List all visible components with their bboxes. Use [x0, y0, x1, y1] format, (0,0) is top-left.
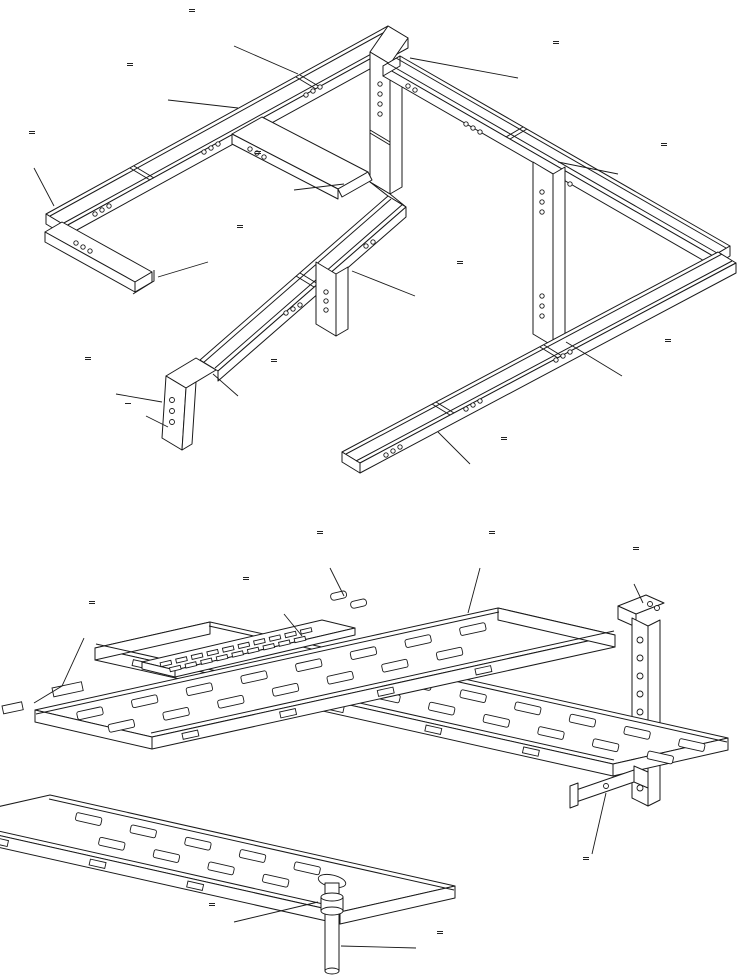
- label-code: [29, 132, 35, 134]
- label-text: [89, 600, 95, 602]
- label-code: [489, 532, 495, 534]
- label-vertical-up-bend: [553, 40, 559, 44]
- ladder-tray-main-run: [34, 607, 616, 750]
- label-buckle-lock: [125, 402, 131, 404]
- hanging-post: [315, 261, 349, 337]
- connector-plates: [1, 681, 84, 715]
- label-text: [243, 576, 249, 578]
- label-text: [583, 856, 589, 858]
- label-code: [553, 42, 559, 44]
- label-horizontal-tee: [127, 62, 133, 66]
- label-text: [29, 130, 35, 132]
- wiring-duct: [141, 619, 356, 678]
- tee-branch: [231, 116, 373, 200]
- label-code: [317, 532, 323, 534]
- label-text: [553, 40, 559, 42]
- label-text: [85, 356, 91, 358]
- label-text: [633, 546, 639, 548]
- label-code: [437, 932, 443, 934]
- label-text: [501, 436, 507, 438]
- label-lower-side-vertical-tee: [665, 338, 671, 342]
- label-code: [189, 10, 195, 12]
- bracket-arm: [569, 765, 649, 809]
- label-text: [255, 150, 261, 152]
- label-reducer-joint: [501, 436, 507, 440]
- front-post: [161, 357, 217, 451]
- label-code: [665, 340, 671, 342]
- label-wiring-duct: [243, 576, 249, 580]
- label-connector-tab: [317, 530, 323, 534]
- label-text: [125, 402, 131, 404]
- label-code: [209, 904, 215, 906]
- label-code: [271, 360, 277, 362]
- label-text: [317, 530, 323, 532]
- label-text: [271, 358, 277, 360]
- top-assembly-drawing: [33, 25, 737, 474]
- label-text: [665, 338, 671, 340]
- label-upper-corner-vertical-tee: [661, 142, 667, 146]
- label-lead-in-pipe: [437, 930, 443, 934]
- bottom-assembly-drawing: [0, 567, 729, 975]
- label-code: [661, 144, 667, 146]
- se-rail: [341, 251, 737, 474]
- label-code: [127, 64, 133, 66]
- label-text: [661, 142, 667, 144]
- mid-rail: [199, 181, 407, 382]
- label-code: [457, 262, 463, 264]
- label-connector-plate: [89, 600, 95, 604]
- label-connecting-bolt: [85, 356, 91, 360]
- label-text: [489, 530, 495, 532]
- top-leader-lines: [33, 45, 623, 465]
- label-code: [583, 858, 589, 860]
- connector-tabs: [330, 590, 368, 609]
- label-end-cap: [237, 224, 243, 228]
- label-text: [457, 260, 463, 262]
- label-code: [633, 548, 639, 550]
- label-text: [237, 224, 243, 226]
- label-bracket-arm: [583, 856, 589, 860]
- terminal-branch: [44, 221, 155, 295]
- label-text: [189, 8, 195, 10]
- label-i-beam-column: [633, 546, 639, 550]
- label-combined-cable-tray: [489, 530, 495, 534]
- label-code: [255, 152, 261, 154]
- label-text: [127, 62, 133, 64]
- right-post: [532, 161, 566, 347]
- label-code: [501, 438, 507, 440]
- lead-in-pipe: [317, 873, 347, 975]
- label-horizontal-bend: [29, 130, 35, 134]
- label-code: [89, 602, 95, 604]
- nw-straight-rail: [45, 25, 409, 237]
- label-code: [85, 358, 91, 360]
- label-code: [237, 226, 243, 228]
- bottom-leader-lines: [33, 567, 644, 949]
- label-code: [243, 578, 249, 580]
- label-text: [437, 930, 443, 932]
- label-pipe-joint: [209, 902, 215, 906]
- label-vertical-right-up-bend: [271, 358, 277, 362]
- label-channel-straight-tray: [189, 8, 195, 12]
- label-text: [209, 902, 215, 904]
- ladder-tray-front-arm: [0, 794, 456, 925]
- label-upper-side-vertical-tee: [457, 260, 463, 264]
- label-vertical-bend: [255, 150, 261, 154]
- vertical-riser: [369, 25, 409, 195]
